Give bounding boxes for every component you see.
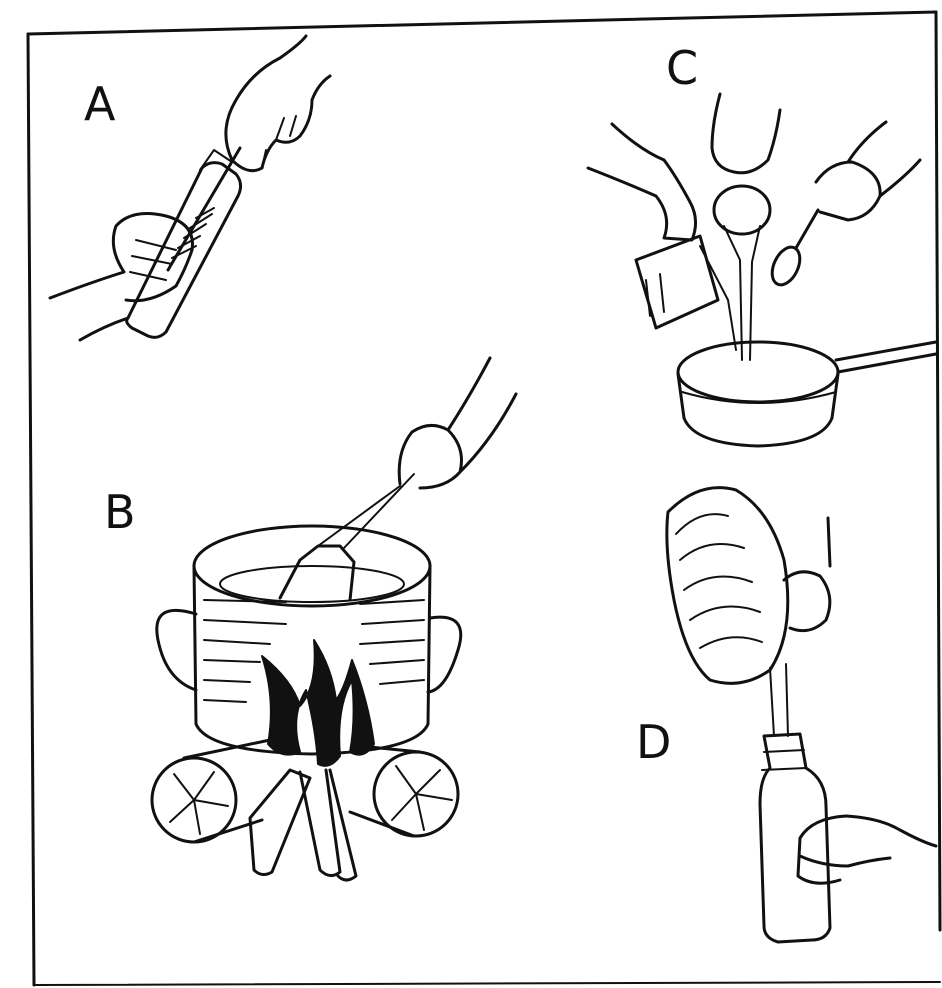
panel-label-b: B [104, 485, 136, 539]
upper-hand-icon [226, 36, 330, 171]
panel-label-d: D [636, 715, 671, 769]
tilted-pan-icon [667, 488, 788, 684]
bottle-icon [127, 163, 241, 338]
saucepan-icon [678, 342, 838, 402]
spoon-icon [796, 210, 818, 248]
feeding-bottle-icon [760, 734, 830, 942]
right-hand-icon [816, 122, 920, 220]
panel-label-a: A [84, 77, 116, 131]
jug-icon [636, 236, 718, 328]
flame-icon [262, 640, 374, 766]
panel-c-mix-ingredients [588, 94, 936, 446]
bottle-in-pot-icon [280, 546, 354, 600]
panel-d-fill-bottle [667, 488, 936, 942]
bottle-hand-icon [798, 816, 936, 883]
middle-hand-icon [712, 94, 780, 173]
panel-label-c: C [666, 41, 698, 95]
left-hand-icon [588, 124, 696, 240]
logs-icon [152, 740, 458, 880]
pan-hand-icon [784, 518, 830, 631]
frame [28, 12, 940, 985]
panel-b-boil-bottle [152, 358, 516, 880]
string-hand-icon [399, 358, 516, 488]
cup-icon [714, 186, 770, 234]
